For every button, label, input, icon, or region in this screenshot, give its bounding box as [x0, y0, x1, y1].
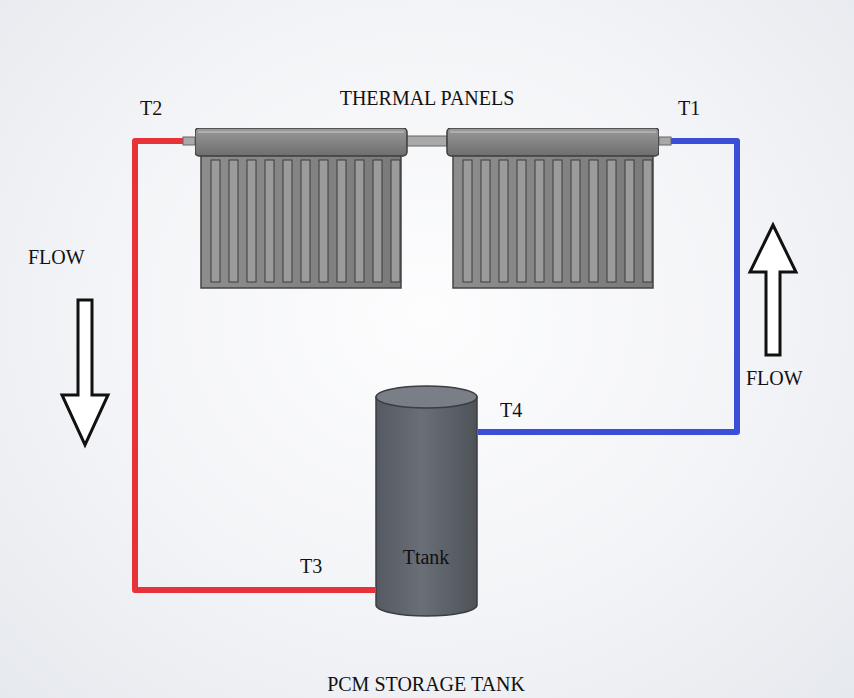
node-title: THERMAL PANELS [340, 86, 515, 110]
thermal-panels: THERMAL PANELS [195, 128, 659, 290]
node-title: Ttank [403, 545, 450, 569]
pipe-label: T3 [300, 554, 322, 578]
pipe-label: FLOW [28, 245, 85, 269]
pipe-label: FLOW [746, 366, 803, 390]
pipe-stub [659, 137, 671, 145]
pipe-label: T4 [500, 398, 522, 422]
node-heading: PCM STORAGE TANK [327, 672, 525, 696]
pipe-stub [183, 137, 195, 145]
pipe-label: T1 [678, 96, 700, 120]
pipe-label: T2 [140, 96, 162, 120]
tank-cylinder [375, 385, 478, 617]
flow-arrow-down [62, 300, 108, 445]
flow-arrow-up [750, 225, 796, 355]
solar-panels [195, 128, 659, 290]
storage-tank: TtankPCM STORAGE TANK [375, 385, 478, 617]
pipe-connector [135, 141, 375, 590]
